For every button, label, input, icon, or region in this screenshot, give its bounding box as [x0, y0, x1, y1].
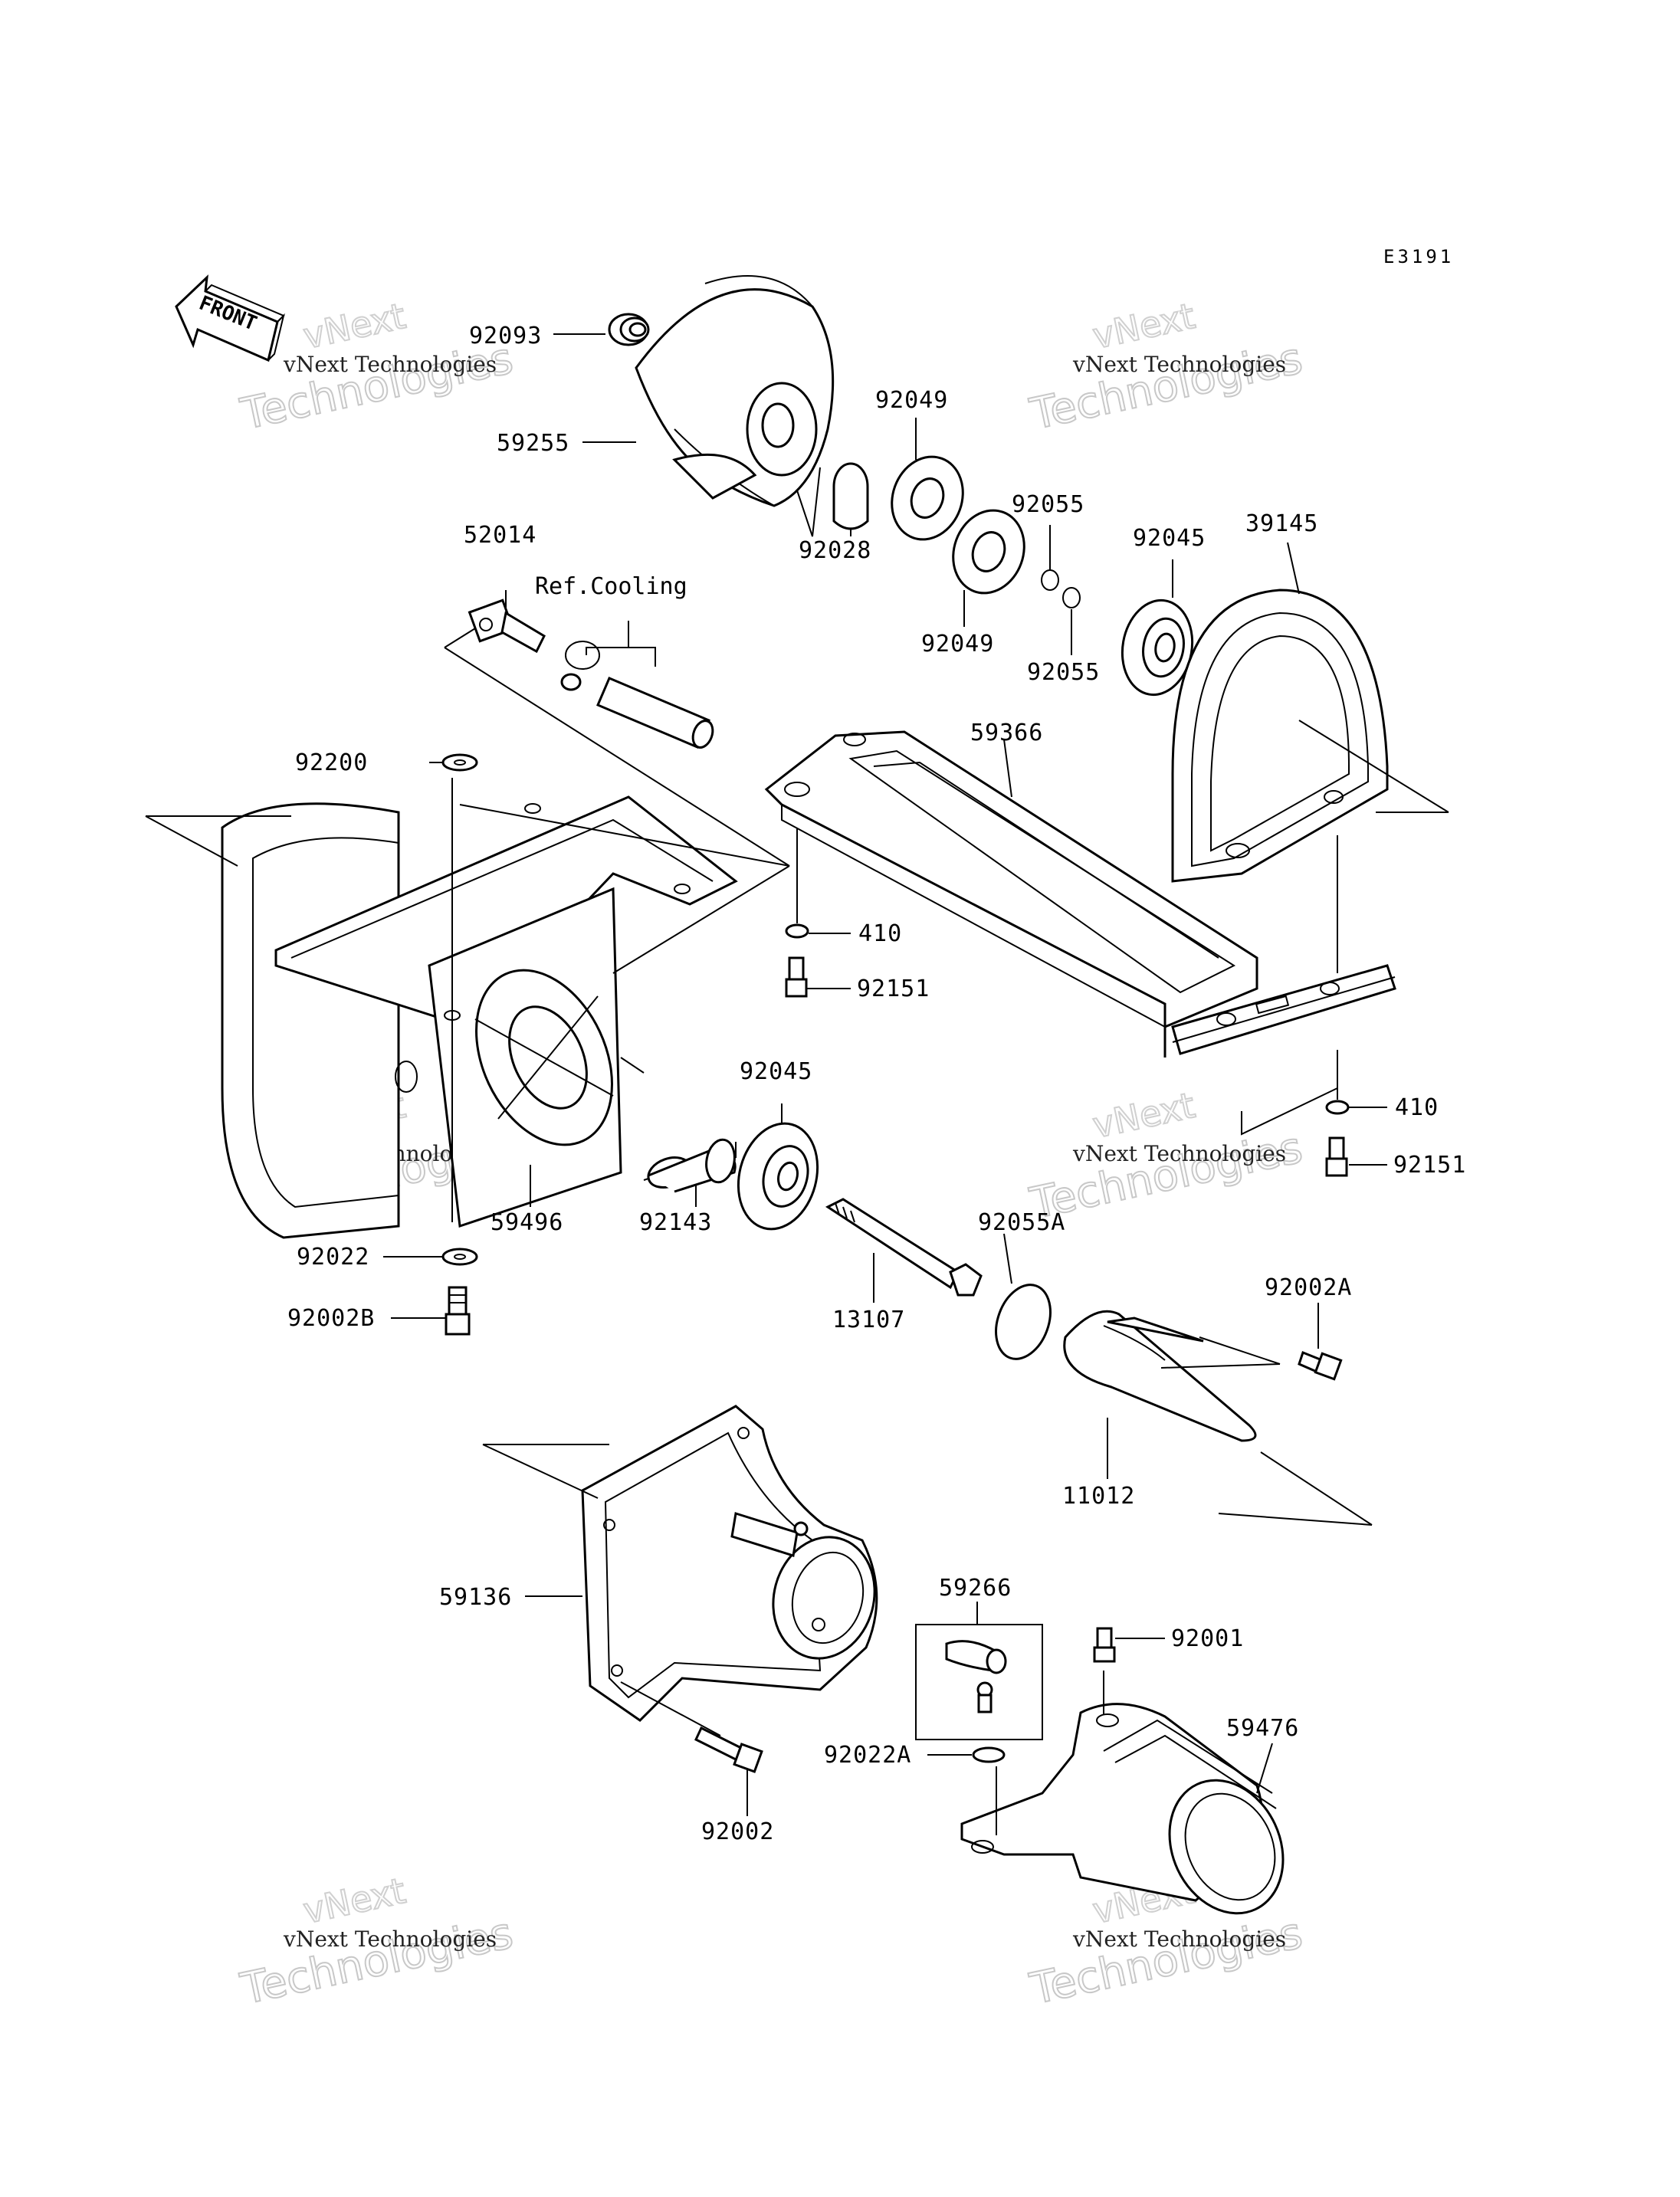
oring-92055 [1041, 569, 1081, 608]
label-92200: 92200 [295, 749, 368, 776]
svg-text:vNext Technologies: vNext Technologies [1072, 352, 1286, 377]
bolt-92001 [1093, 1627, 1116, 1663]
label-11012: 11012 [1062, 1483, 1135, 1510]
washer-410-a [785, 828, 809, 939]
cooling-hose [560, 621, 714, 749]
leader-lines [383, 333, 1387, 1794]
cap-92093 [608, 313, 650, 346]
washer-92200 [429, 753, 478, 1222]
svg-text:Technologies: Technologies [236, 333, 517, 440]
label-92049-bottom: 92049 [921, 631, 994, 657]
watermark-top-right: vNext Technologies vNext Technologies [1025, 294, 1307, 441]
label-92002: 92002 [701, 1818, 774, 1845]
oring-92055A [995, 1284, 1052, 1360]
svg-text:vNext Technologies: vNext Technologies [283, 352, 497, 377]
label-92151-top: 92151 [857, 976, 930, 1002]
washer-92022A [972, 1746, 1006, 1763]
sleeve-92143 [643, 1138, 737, 1193]
diagram-code: E3191 [1383, 246, 1454, 267]
svg-text:vNext Technologies: vNext Technologies [1072, 1926, 1286, 1952]
label-410-bottom: 410 [1395, 1094, 1439, 1121]
label-59136: 59136 [439, 1584, 512, 1611]
label-92028: 92028 [799, 537, 871, 564]
bolt-92002A [1298, 1351, 1343, 1381]
bushing-92028 [832, 462, 869, 530]
svg-text:Technologies: Technologies [1025, 333, 1306, 440]
cover-39145 [1171, 589, 1449, 883]
watermark-bottom-left: vNext Technologies vNext Technologies [235, 1869, 517, 2015]
shaft-13107 [825, 1198, 983, 1297]
label-59496: 59496 [491, 1209, 563, 1236]
svg-text:Technologies: Technologies [1025, 1123, 1306, 1229]
svg-text:vNext: vNext [1089, 295, 1199, 357]
svg-text:Technologies: Technologies [236, 1908, 517, 2015]
washer-92022 [441, 1248, 478, 1266]
label-92045-mid: 92045 [740, 1058, 812, 1085]
kit-59266-box [915, 1602, 1043, 1740]
svg-text:vNext: vNext [1089, 1084, 1199, 1146]
svg-text:Technologies: Technologies [1025, 1908, 1306, 2015]
plate-59366 [764, 730, 1396, 1058]
watermark-mid-right: vNext Technologies vNext Technologies [1025, 1084, 1307, 1230]
nozzle-11012 [1063, 1310, 1373, 1526]
washer-410-b [1325, 835, 1350, 1115]
bolt-92002 [694, 1726, 763, 1816]
pump-housing-59496 [145, 628, 790, 1239]
bolt-92002B [445, 1286, 471, 1336]
bearing-92045-a [1121, 598, 1194, 697]
bearing-92045-b [737, 1122, 819, 1231]
label-13107: 13107 [832, 1307, 905, 1333]
label-59476: 59476 [1226, 1715, 1299, 1742]
svg-text:vNext: vNext [300, 295, 409, 357]
label-52014: 52014 [464, 522, 536, 549]
housing-59136 [482, 1405, 878, 1736]
label-92002B: 92002B [287, 1305, 375, 1332]
label-59366: 59366 [970, 720, 1043, 746]
label-ref-cooling: Ref.Cooling [535, 573, 687, 600]
label-92055-bottom: 92055 [1027, 659, 1100, 686]
bolt-92151-b [1325, 1136, 1348, 1177]
watermark-top-left: vNext Technologies vNext Technologies [235, 294, 517, 441]
label-92022A: 92022A [824, 1742, 911, 1769]
fitting-52014 [468, 590, 546, 654]
label-59266: 59266 [939, 1575, 1012, 1602]
washer-92049-a [891, 455, 964, 541]
front-arrow-icon: FRONT [175, 274, 285, 362]
label-92143: 92143 [639, 1209, 712, 1236]
impeller-part [635, 275, 835, 537]
label-92049-top: 92049 [875, 387, 948, 414]
label-92001: 92001 [1171, 1625, 1244, 1652]
label-410-top: 410 [858, 920, 902, 947]
svg-text:vNext Technologies: vNext Technologies [1072, 1141, 1286, 1166]
label-59255: 59255 [497, 430, 569, 457]
label-92055-top: 92055 [1012, 491, 1084, 518]
label-92022: 92022 [297, 1244, 369, 1271]
svg-text:vNext: vNext [300, 1870, 409, 1932]
part-labels: 92093 59255 92049 92028 92049 92055 9205… [287, 323, 1466, 1845]
svg-text:vNext Technologies: vNext Technologies [283, 1926, 497, 1952]
steering-nozzle-59476 [960, 1671, 1285, 1915]
bolt-92151-a [785, 956, 808, 998]
label-92002A: 92002A [1265, 1274, 1352, 1301]
label-92055A: 92055A [978, 1209, 1065, 1236]
label-92151-bottom: 92151 [1393, 1152, 1466, 1179]
label-39145: 39145 [1245, 510, 1318, 537]
label-92045-top: 92045 [1133, 525, 1206, 552]
label-92093: 92093 [469, 323, 542, 349]
washer-92049-b [952, 509, 1025, 595]
